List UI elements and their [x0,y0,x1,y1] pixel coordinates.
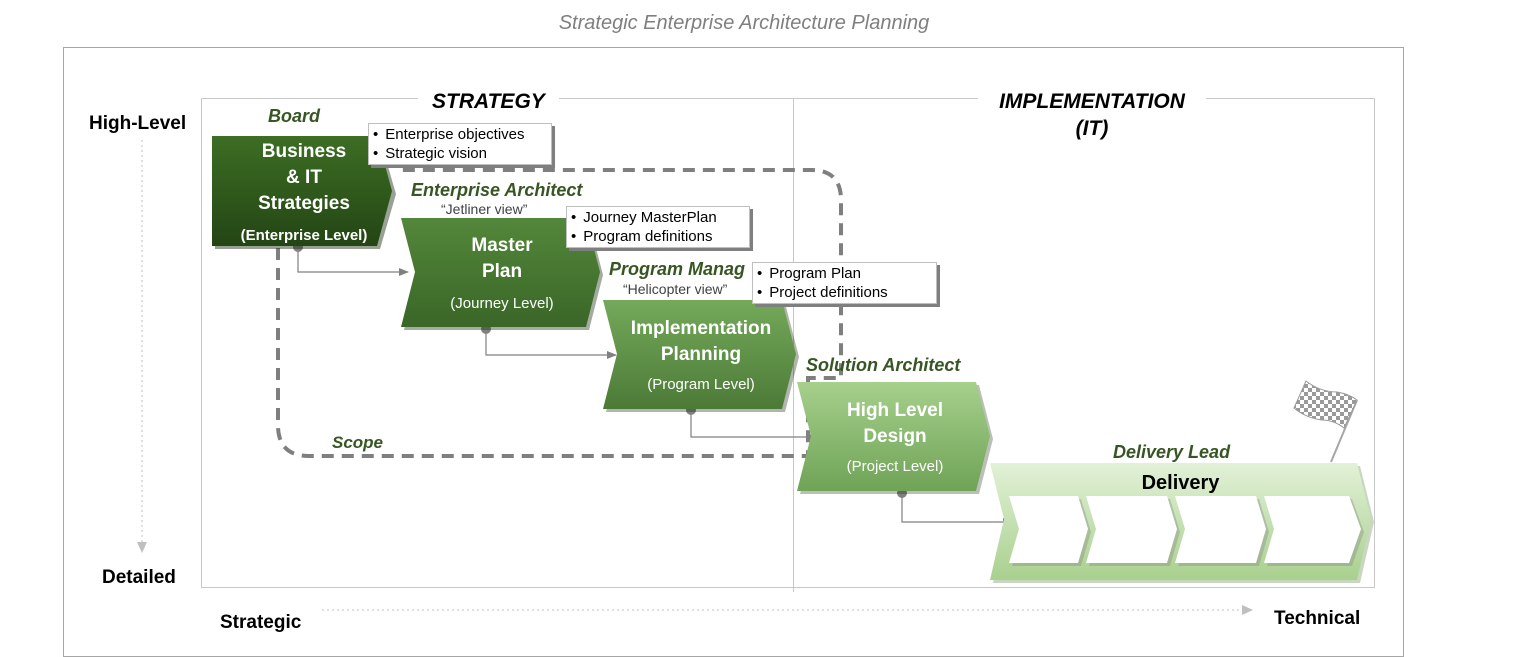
release-quick-wins-line1: Quick [1029,513,1071,530]
stage-business-line1: Business [261,141,347,162]
role-enterprise-architect: Enterprise Architect [411,180,583,200]
callout-board: Enterprise objectives Strategic vision [368,123,552,165]
connector-business-to-master [297,247,409,276]
release-1-line2: 1 [1128,532,1138,549]
release-shape [1175,496,1269,566]
stage-business-line2: & IT [286,167,322,188]
callout-board-item: Enterprise objectives [373,125,547,144]
stage-design-level: (Project Level) [846,458,944,475]
axis-label-technical: Technical [1274,608,1361,629]
implementation-title-line2: (IT) [1075,117,1109,140]
release-2: Release 2 [1175,496,1269,566]
scope-label: Scope [332,433,384,452]
stage-high-level-design: High Level Design (Project Level) [797,382,993,494]
stage-shape [603,300,799,412]
quote-jetliner-view: “Jetliner view” [441,201,528,217]
release-2-line2: 2 [1217,532,1227,549]
callout-enterprise-architect-item: Program definitions [571,227,745,246]
connector-implementation-to-design [690,410,817,441]
stage-master-line2: Plan [481,261,523,282]
stage-implementation-level: (Program Level) [647,376,755,393]
release-shape [1009,496,1091,566]
role-board: Board [268,106,321,126]
stage-shape [212,136,396,249]
release-quick-wins: Quick Wins [1009,496,1091,566]
stage-business-line3: Strategies [258,193,350,214]
stage-master-plan: Master Plan (Journey Level) [401,218,603,330]
inner-frame [201,98,1375,588]
checkered-flag-icon [1293,380,1358,463]
connector-master-to-implementation [485,329,617,359]
strategy-title: STRATEGY [418,88,559,115]
stage-design-line1: High Level [846,400,944,421]
stage-shape [401,218,603,330]
stage-master-level: (Journey Level) [450,295,554,312]
stage-master-line1: Master [471,235,533,256]
role-delivery-lead: Delivery Lead [1113,442,1231,462]
release-shape [1086,496,1180,566]
axis-label-strategic: Strategic [220,612,302,633]
release-1-line1: Release [1104,513,1162,530]
callout-enterprise-architect: Journey MasterPlan Program definitions [566,206,750,248]
stage-business-level: (Enterprise Level) [240,227,368,244]
axis-label-high-level: High-Level [89,113,187,134]
role-solution-architect: Solution Architect [806,355,961,375]
stage-implementation-line2: Planning [660,344,742,365]
implementation-title-line1: IMPLEMENTATION [999,90,1185,113]
implementation-title: IMPLEMENTATION (IT) [978,88,1206,142]
release-quick-wins-line2: Wins [1032,532,1068,549]
axis-label-detailed: Detailed [102,567,176,588]
connector-design-to-delivery [901,493,1013,526]
quote-helicopter-view: “Helicopter view” [623,281,728,297]
release-shape [1264,496,1364,566]
scope-loop [276,168,843,458]
callout-program-manager-item: Project definitions [757,283,932,302]
release-n-line1: Release [1285,513,1343,530]
callout-program-manager-item: Program Plan [757,264,932,283]
release-1: Release 1 [1086,496,1180,566]
diagram-title: Strategic Enterprise Architecture Planni… [558,12,930,34]
callout-board-item: Strategic vision [373,144,547,163]
callout-program-manager: Program Plan Project definitions [752,262,937,304]
delivery-title: Delivery [1141,472,1220,494]
stage-implementation-planning: Implementation Planning (Program Level) [603,300,799,412]
stage-design-line2: Design [863,426,927,447]
callout-enterprise-architect-item: Journey MasterPlan [571,208,745,227]
stage-shape [797,382,993,494]
release-2-line1: Release [1193,513,1251,530]
role-program-manager: Program Manag [609,259,746,279]
stage-implementation-line1: Implementation [630,318,772,339]
release-n-line2: n [1309,532,1319,549]
release-n: Release n [1264,496,1364,566]
stage-business-strategies: Business & IT Strategies (Enterprise Lev… [212,136,396,249]
